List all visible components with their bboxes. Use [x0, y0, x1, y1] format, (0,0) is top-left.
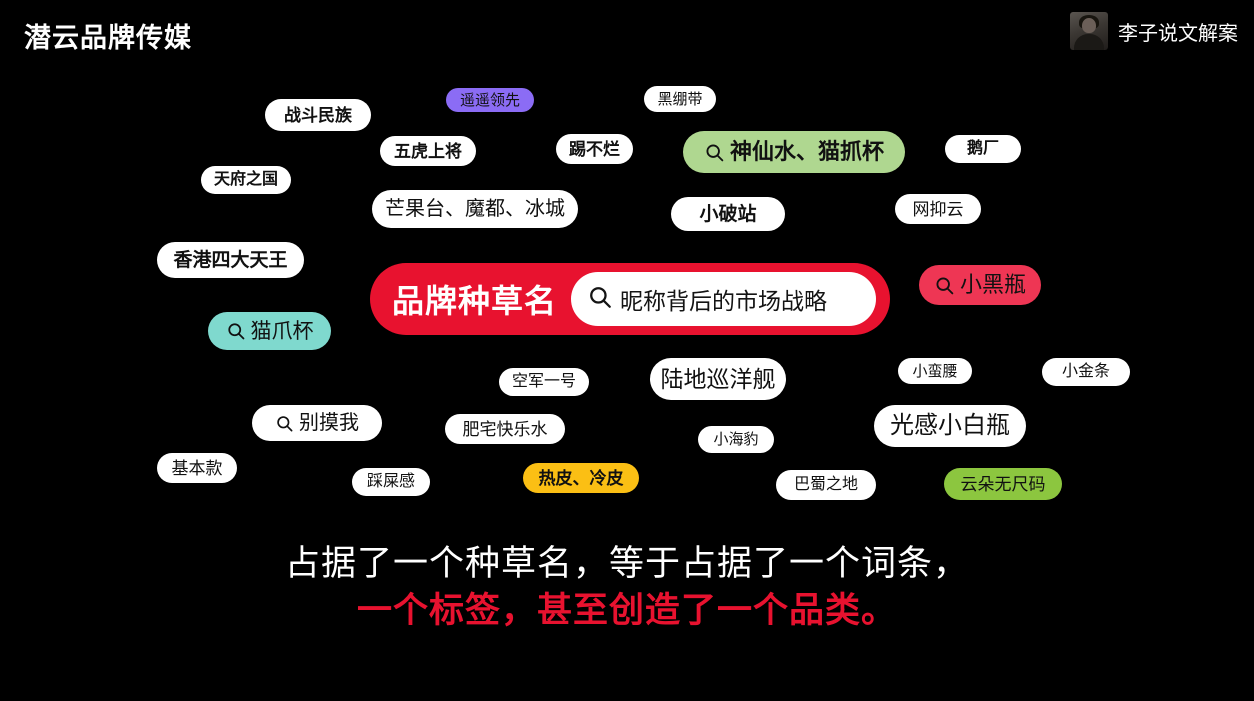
tag-label: 陆地巡洋舰	[660, 365, 776, 392]
tag-踢不烂[interactable]: 踢不烂	[556, 134, 633, 164]
search-icon	[587, 284, 613, 315]
caption-block: 占据了一个种草名，等于占据了一个词条， 一个标签，甚至创造了一个品类。	[0, 540, 1254, 635]
tag-天府之国[interactable]: 天府之国	[201, 166, 291, 194]
tag-别摸我[interactable]: 别摸我	[252, 405, 382, 441]
tag-label: 网抑云	[912, 199, 964, 219]
tag-陆地巡洋舰[interactable]: 陆地巡洋舰	[650, 358, 786, 400]
tag-cloud: 战斗民族 遥遥领先 黑绷带五虎上将 踢不烂 神仙水、猫抓杯 鹅厂天府之国芒果台、魔都、冰城…	[0, 62, 1254, 512]
avatar	[1070, 12, 1108, 50]
tag-label: 芒果台、魔都、冰城	[385, 198, 565, 220]
tag-网抑云[interactable]: 网抑云	[895, 194, 981, 224]
tag-五虎上将[interactable]: 五虎上将	[380, 136, 476, 166]
tag-label: 云朵无尺码	[960, 474, 1046, 494]
tag-小黑瓶[interactable]: 小黑瓶	[919, 265, 1041, 305]
tag-热皮冷皮[interactable]: 热皮、冷皮	[523, 463, 639, 493]
tag-label: 鹅厂	[966, 140, 999, 157]
tag-label: 五虎上将	[394, 141, 462, 161]
tag-label: 基本款	[171, 458, 223, 478]
brand-logo: 潜云品牌传媒	[24, 23, 192, 53]
tag-label: 别摸我	[299, 412, 359, 434]
caption-line-1: 占据了一个种草名，等于占据了一个词条，	[284, 544, 969, 583]
tag-小破站[interactable]: 小破站	[671, 197, 785, 231]
tag-小蛮腰[interactable]: 小蛮腰	[898, 358, 972, 384]
tag-label: 空军一号	[511, 373, 576, 390]
search-icon	[275, 414, 294, 433]
tag-遥遥领先[interactable]: 遥遥领先	[446, 88, 534, 112]
tag-label: 热皮、冷皮	[538, 468, 624, 488]
tag-鹅厂[interactable]: 鹅厂	[945, 135, 1021, 163]
search-icon	[226, 321, 246, 341]
tag-label: 神仙水、猫抓杯	[729, 139, 884, 164]
search-icon	[704, 142, 725, 163]
hero-search-bar[interactable]: 品牌种草名 昵称背后的市场战略	[370, 263, 890, 335]
tag-label: 小破站	[699, 203, 757, 225]
tag-肥宅快乐水[interactable]: 肥宅快乐水	[445, 414, 565, 444]
tag-巴蜀之地[interactable]: 巴蜀之地	[776, 470, 876, 500]
tag-label: 小黑瓶	[959, 272, 1026, 297]
tag-label: 战斗民族	[284, 105, 352, 125]
tag-label: 猫爪杯	[250, 319, 314, 343]
tag-label: 光感小白瓶	[890, 412, 1010, 439]
tag-label: 小蛮腰	[912, 362, 958, 380]
tag-label: 香港四大天王	[173, 249, 288, 271]
header-bar: 潜云品牌传媒 李子说文解案	[0, 0, 1254, 62]
tag-光感小白瓶[interactable]: 光感小白瓶	[874, 405, 1026, 447]
tag-label: 遥遥领先	[459, 91, 520, 109]
channel-name: 李子说文解案	[1118, 22, 1238, 45]
hero-title: 品牌种草名	[392, 283, 558, 319]
search-icon	[934, 275, 955, 296]
tag-label: 天府之国	[213, 171, 278, 188]
tag-基本款[interactable]: 基本款	[157, 453, 237, 483]
tag-芒果台魔都冰城[interactable]: 芒果台、魔都、冰城	[372, 190, 578, 228]
tag-label: 踢不烂	[569, 139, 620, 159]
caption-line-2: 一个标签，甚至创造了一个品类。	[356, 591, 897, 631]
hero-search-value: 昵称背后的市场战略	[620, 288, 828, 314]
tag-云朵无尺码[interactable]: 云朵无尺码	[944, 468, 1062, 500]
tag-踩屎感[interactable]: 踩屎感	[352, 468, 430, 496]
tag-小海豹[interactable]: 小海豹	[698, 426, 774, 453]
tag-小金条[interactable]: 小金条	[1042, 358, 1130, 386]
tag-空军一号[interactable]: 空军一号	[499, 368, 589, 396]
tag-label: 踩屎感	[366, 473, 415, 490]
tag-猫爪杯[interactable]: 猫爪杯	[208, 312, 331, 350]
tag-香港四大天王[interactable]: 香港四大天王	[157, 242, 304, 278]
tag-label: 黑绷带	[657, 90, 703, 108]
tag-label: 小海豹	[713, 431, 759, 448]
tag-label: 肥宅快乐水	[462, 419, 548, 439]
hero-search-input[interactable]: 昵称背后的市场战略	[571, 272, 876, 326]
channel-identity[interactable]: 李子说文解案	[1070, 12, 1238, 50]
tag-label: 小金条	[1061, 363, 1110, 380]
tag-label: 巴蜀之地	[793, 476, 858, 493]
tag-神仙水猫抓杯[interactable]: 神仙水、猫抓杯	[683, 131, 905, 173]
tag-黑绷带[interactable]: 黑绷带	[644, 86, 716, 112]
tag-战斗民族[interactable]: 战斗民族	[265, 99, 371, 131]
